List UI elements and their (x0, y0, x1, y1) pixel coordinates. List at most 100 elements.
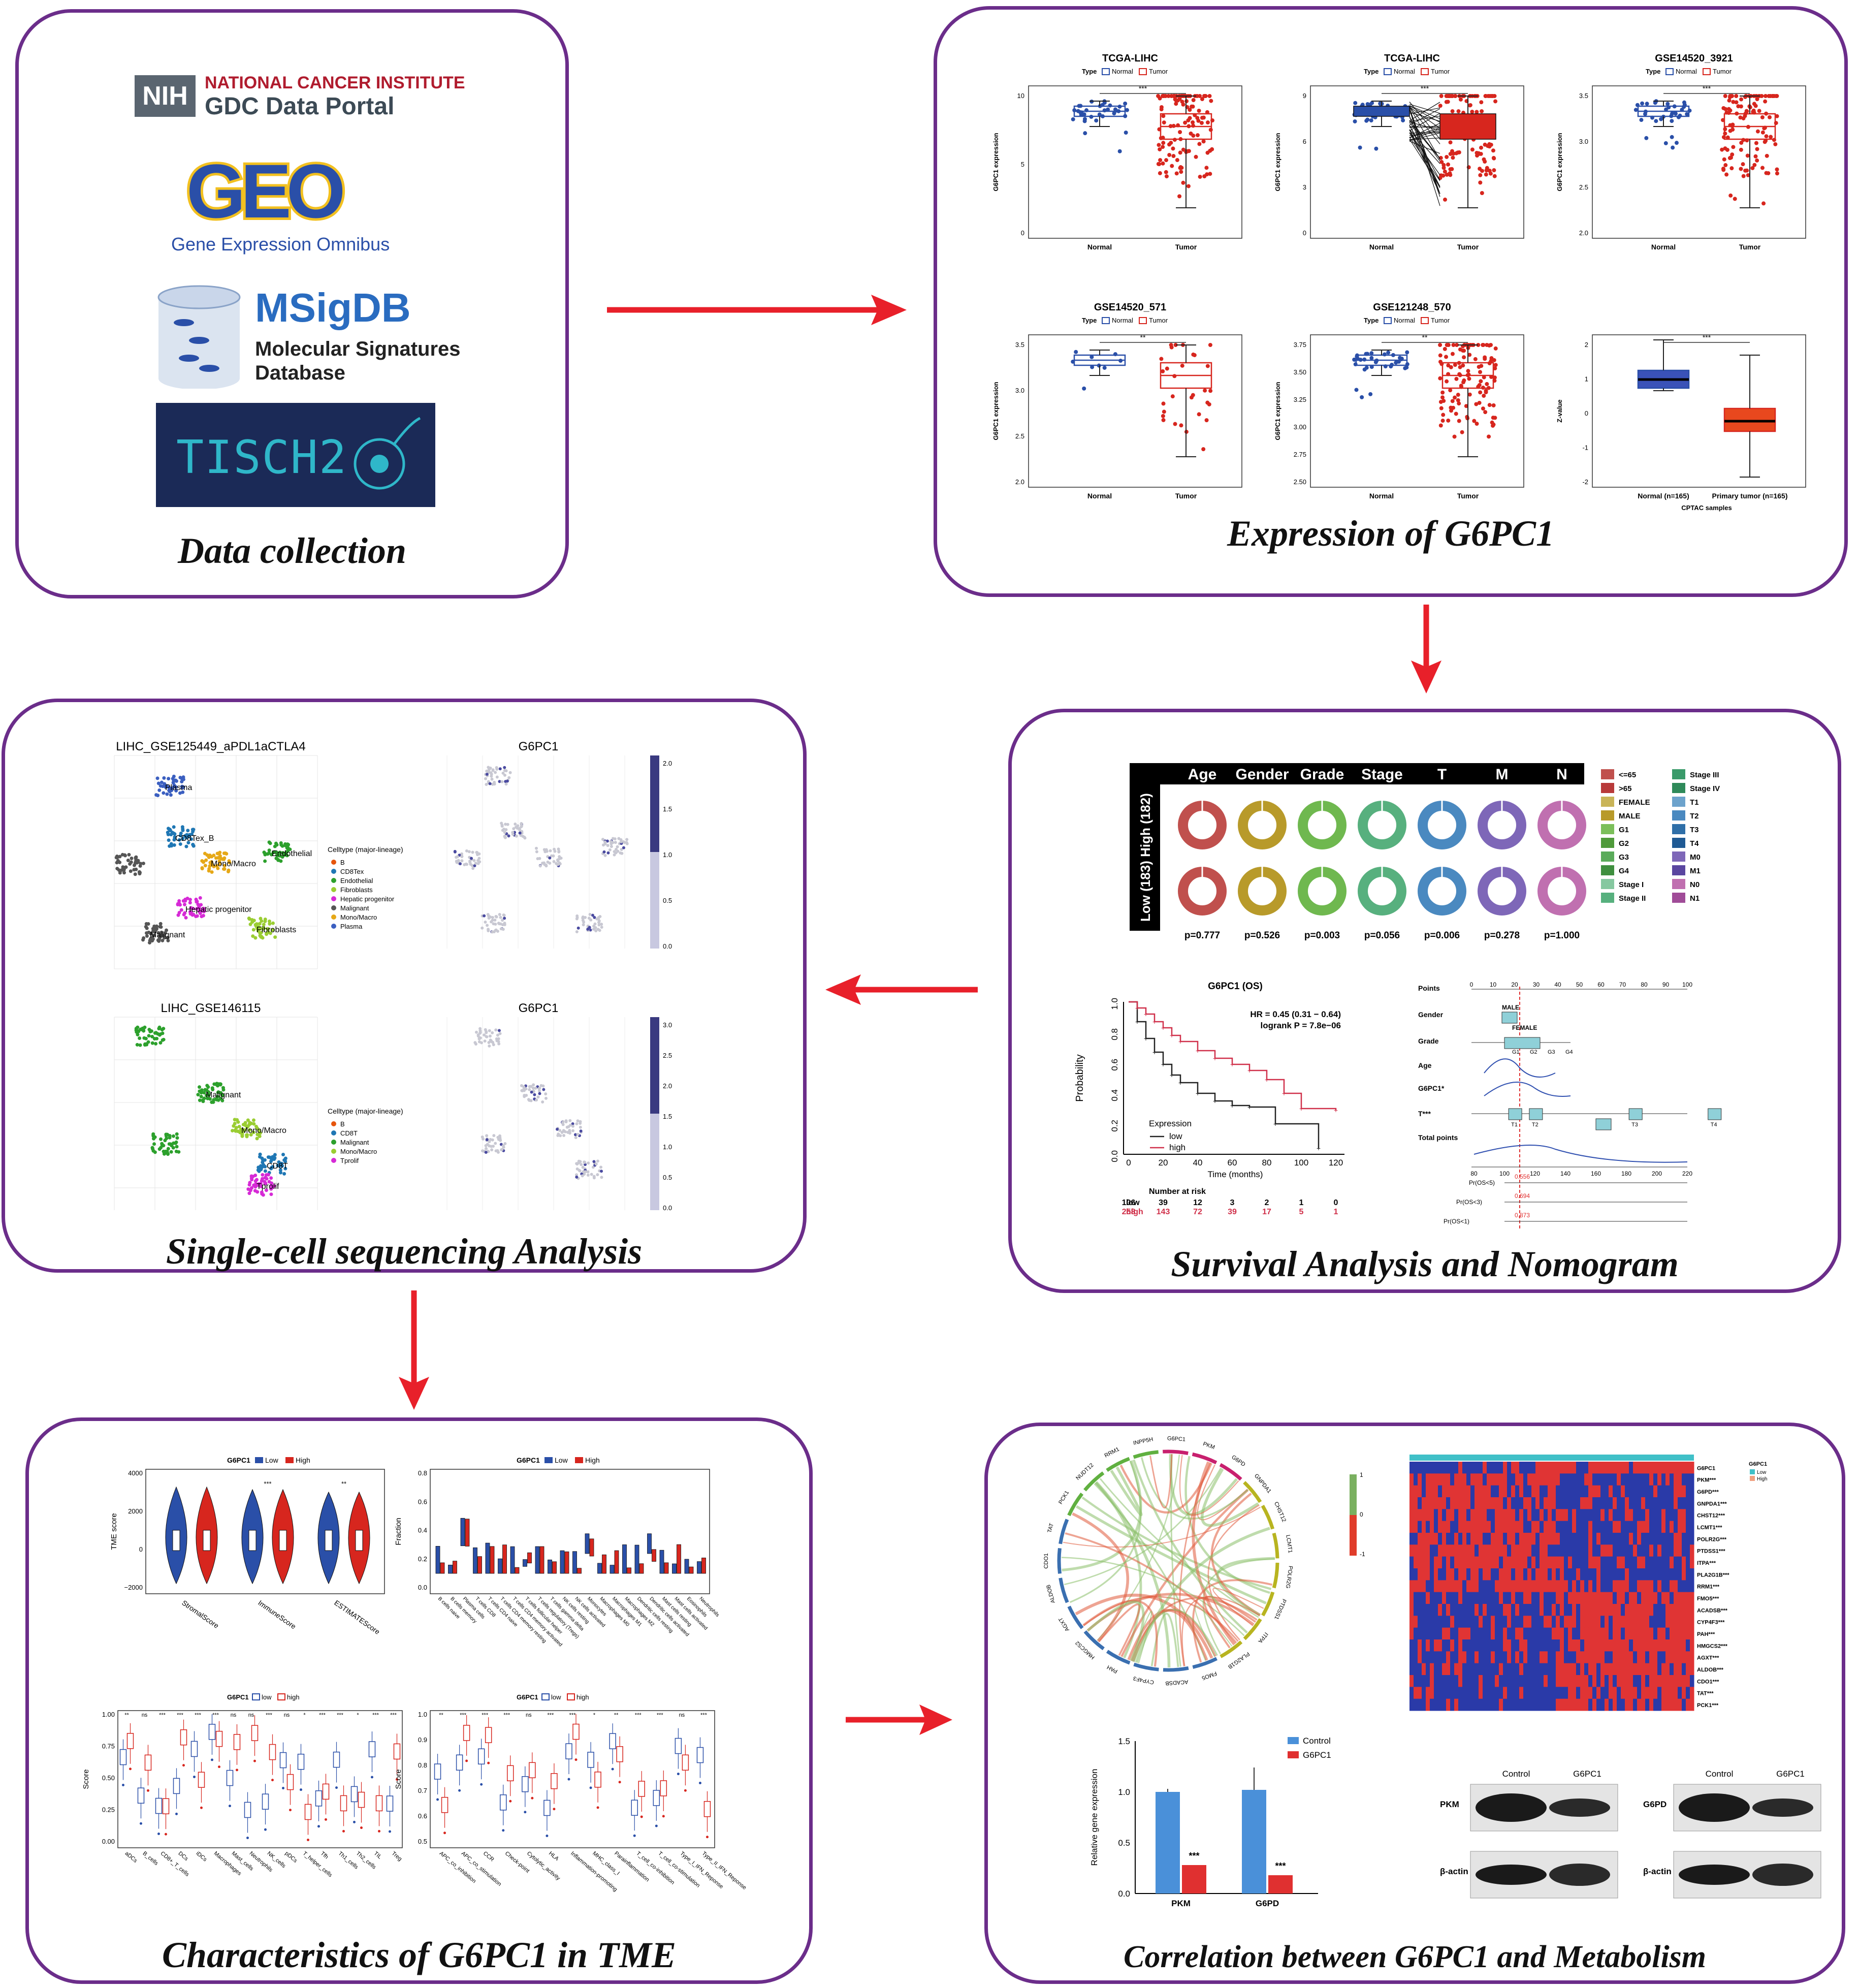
data-point (1173, 343, 1178, 347)
cell-point (255, 1137, 259, 1141)
outlier (289, 1809, 292, 1812)
y-tick-label: 1.0 (1110, 998, 1119, 1010)
heatmap-cell (1475, 1497, 1479, 1509)
points-tick: 60 (1597, 981, 1605, 988)
data-point (1440, 390, 1445, 395)
y-axis-label: Score (82, 1769, 90, 1789)
heatmap-cell (1629, 1616, 1633, 1628)
heatmap-cell (1438, 1485, 1443, 1498)
heatmap-cell (1670, 1485, 1674, 1498)
heatmap-gene-label: G6PD*** (1697, 1489, 1719, 1495)
cell-point (190, 828, 195, 832)
heatmap-cell (1657, 1544, 1662, 1557)
cell-point (486, 1143, 489, 1146)
heatmap-cell (1556, 1663, 1560, 1676)
cell-point (625, 838, 629, 841)
data-point (1368, 392, 1373, 396)
cell-point (483, 914, 486, 918)
legend-dot (331, 1149, 336, 1154)
heatmap-cell (1645, 1627, 1650, 1640)
heatmap-cell (1487, 1592, 1491, 1604)
cell-point (279, 1171, 283, 1175)
heatmap-cell (1418, 1698, 1422, 1711)
heatmap-cell (1426, 1627, 1430, 1640)
cell-point (177, 910, 181, 914)
heatmap-cell (1552, 1651, 1556, 1664)
heatmap-cell (1596, 1592, 1601, 1604)
points-tick: 70 (1619, 981, 1626, 988)
heatmap-cell (1531, 1651, 1536, 1664)
data-point (1769, 135, 1773, 139)
legend-label: B (340, 1120, 345, 1128)
heatmap-cell (1523, 1592, 1528, 1604)
heatmap-cell (1442, 1698, 1447, 1711)
fraction-box (564, 1551, 569, 1574)
heatmap-cell (1523, 1521, 1528, 1533)
cell-point (625, 842, 629, 845)
heatmap-cell (1487, 1580, 1491, 1593)
heatmap-gene-label: G6PC1 (1697, 1465, 1715, 1471)
x-tick-label: StromalScore (180, 1598, 220, 1630)
heatmap-cell (1426, 1462, 1430, 1474)
heatmap-cell (1414, 1473, 1418, 1486)
y-tick-label: 0.4 (418, 1527, 427, 1534)
fraction-box (485, 1542, 490, 1574)
heatmap-cell (1422, 1616, 1426, 1628)
heatmap-cell (1523, 1544, 1528, 1557)
data-point (1741, 174, 1746, 178)
heatmap-cell (1686, 1675, 1690, 1687)
heatmap-cell (1426, 1616, 1430, 1628)
cell-point (115, 867, 119, 871)
heatmap-cell (1438, 1604, 1443, 1616)
heatmap-cell (1592, 1663, 1597, 1676)
heatmap-cell (1576, 1473, 1581, 1486)
data-point (1364, 365, 1369, 370)
data-point (1734, 100, 1739, 105)
heatmap-cell (1458, 1580, 1463, 1593)
heatmap-cell (1531, 1544, 1536, 1557)
heatmap-cell (1414, 1568, 1418, 1581)
heatmap-cell (1596, 1651, 1601, 1664)
legend-swatch (1601, 865, 1614, 875)
heatmap-cell (1629, 1473, 1633, 1486)
heatmap-cell (1511, 1497, 1516, 1509)
heatmap-cell (1466, 1604, 1471, 1616)
data-point (1374, 146, 1379, 151)
heatmap-cell (1450, 1639, 1455, 1652)
y-tick-label: 0.5 (418, 1838, 427, 1845)
data-point (1739, 167, 1743, 171)
heatmap-cell (1584, 1521, 1589, 1533)
cell-point (216, 856, 220, 860)
legend-label: B (340, 859, 345, 866)
heatmap-cell (1670, 1556, 1674, 1569)
heatmap-cell (1605, 1687, 1609, 1699)
heatmap-cell (1584, 1485, 1589, 1498)
heatmap-cell (1409, 1462, 1414, 1474)
heatmap-cell (1645, 1497, 1650, 1509)
heatmap-cell (1540, 1497, 1544, 1509)
heatmap-cell (1430, 1509, 1434, 1522)
group-bar (1409, 1455, 1694, 1461)
cell-point (488, 782, 492, 785)
heatmap-cell (1414, 1521, 1418, 1533)
heatmap-cell (1682, 1580, 1686, 1593)
heatmap-cell (1657, 1663, 1662, 1676)
heatmap-cell (1580, 1509, 1585, 1522)
heatmap-cell (1564, 1604, 1568, 1616)
censor-mark: + (1170, 1071, 1174, 1079)
cell-point (198, 1085, 202, 1089)
box (286, 1774, 294, 1790)
heatmap-cell (1507, 1544, 1512, 1557)
sig-label: ns (231, 1712, 237, 1718)
data-point (1752, 102, 1756, 106)
heatmap-cell (1682, 1627, 1686, 1640)
fraction-box (510, 1546, 515, 1574)
heatmap-cell (1600, 1627, 1605, 1640)
heatmap-cell (1491, 1616, 1495, 1628)
heatmap-cell (1621, 1663, 1625, 1676)
heatmap-cell (1462, 1568, 1467, 1581)
heatmap-cell (1523, 1639, 1528, 1652)
heatmap-cell (1641, 1533, 1646, 1545)
heatmap-cell (1649, 1592, 1654, 1604)
cell-point (146, 1040, 150, 1044)
